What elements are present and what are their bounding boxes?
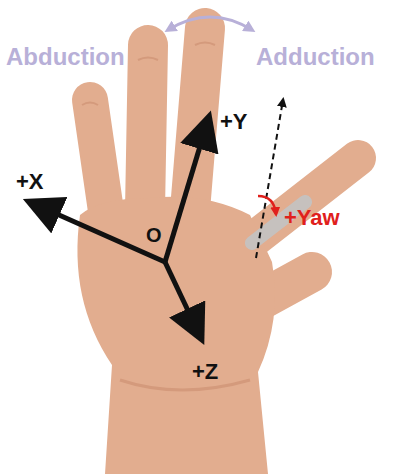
axis-label: +Y (220, 110, 248, 134)
motion-label: Abduction (6, 44, 125, 70)
rotation-label: +Yaw (284, 206, 340, 230)
axis-label: +X (16, 170, 44, 194)
origin-label: O (146, 224, 162, 246)
axis-label: +Z (192, 360, 218, 384)
motion-label: Adduction (256, 44, 375, 70)
